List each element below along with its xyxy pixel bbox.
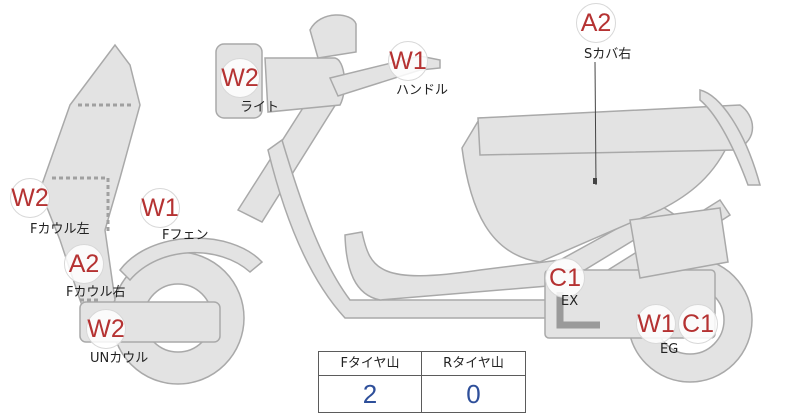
damage-code-badge: W2: [86, 309, 126, 349]
damage-code-badge: W1: [388, 41, 428, 81]
exhaust-pipe: [556, 292, 600, 329]
part-label: EG: [660, 342, 679, 357]
front-fender: [119, 237, 264, 282]
mirror: [309, 14, 357, 59]
rear-cover: [629, 207, 729, 279]
front-tire-value: 2: [319, 376, 422, 412]
damage-code-badge: W1: [140, 188, 180, 228]
part-label: Fフェン: [162, 228, 209, 243]
damage-code-badge: W2: [220, 58, 260, 98]
damage-code-badge: C1: [545, 258, 585, 298]
damage-code-badge: W1: [636, 304, 676, 344]
part-label: Sカバ右: [584, 47, 632, 62]
rear-tail: [699, 89, 761, 186]
front-cowl: [39, 43, 141, 342]
damage-code-badge: C1: [678, 304, 718, 344]
rear-tire-header: Rタイヤ山: [422, 352, 525, 376]
front-tire-header: Fタイヤ山: [319, 352, 422, 376]
part-label: Fカウル左: [30, 222, 90, 237]
damage-code-badge: A2: [576, 3, 616, 43]
s-cover-leader: [594, 61, 597, 186]
damage-code-badge: W2: [10, 178, 50, 218]
part-label: ハンドル: [396, 83, 449, 98]
part-label: Fカウル右: [66, 285, 126, 300]
damage-code-badge: A2: [64, 244, 104, 284]
rear-tire-value: 0: [466, 379, 481, 409]
floor-board: [344, 204, 677, 301]
part-label: ライト: [240, 100, 280, 115]
part-label: UNカウル: [90, 351, 149, 366]
part-label: EX: [561, 294, 579, 309]
tire-tread-table: Fタイヤ山 Rタイヤ山 2 0: [318, 351, 526, 413]
